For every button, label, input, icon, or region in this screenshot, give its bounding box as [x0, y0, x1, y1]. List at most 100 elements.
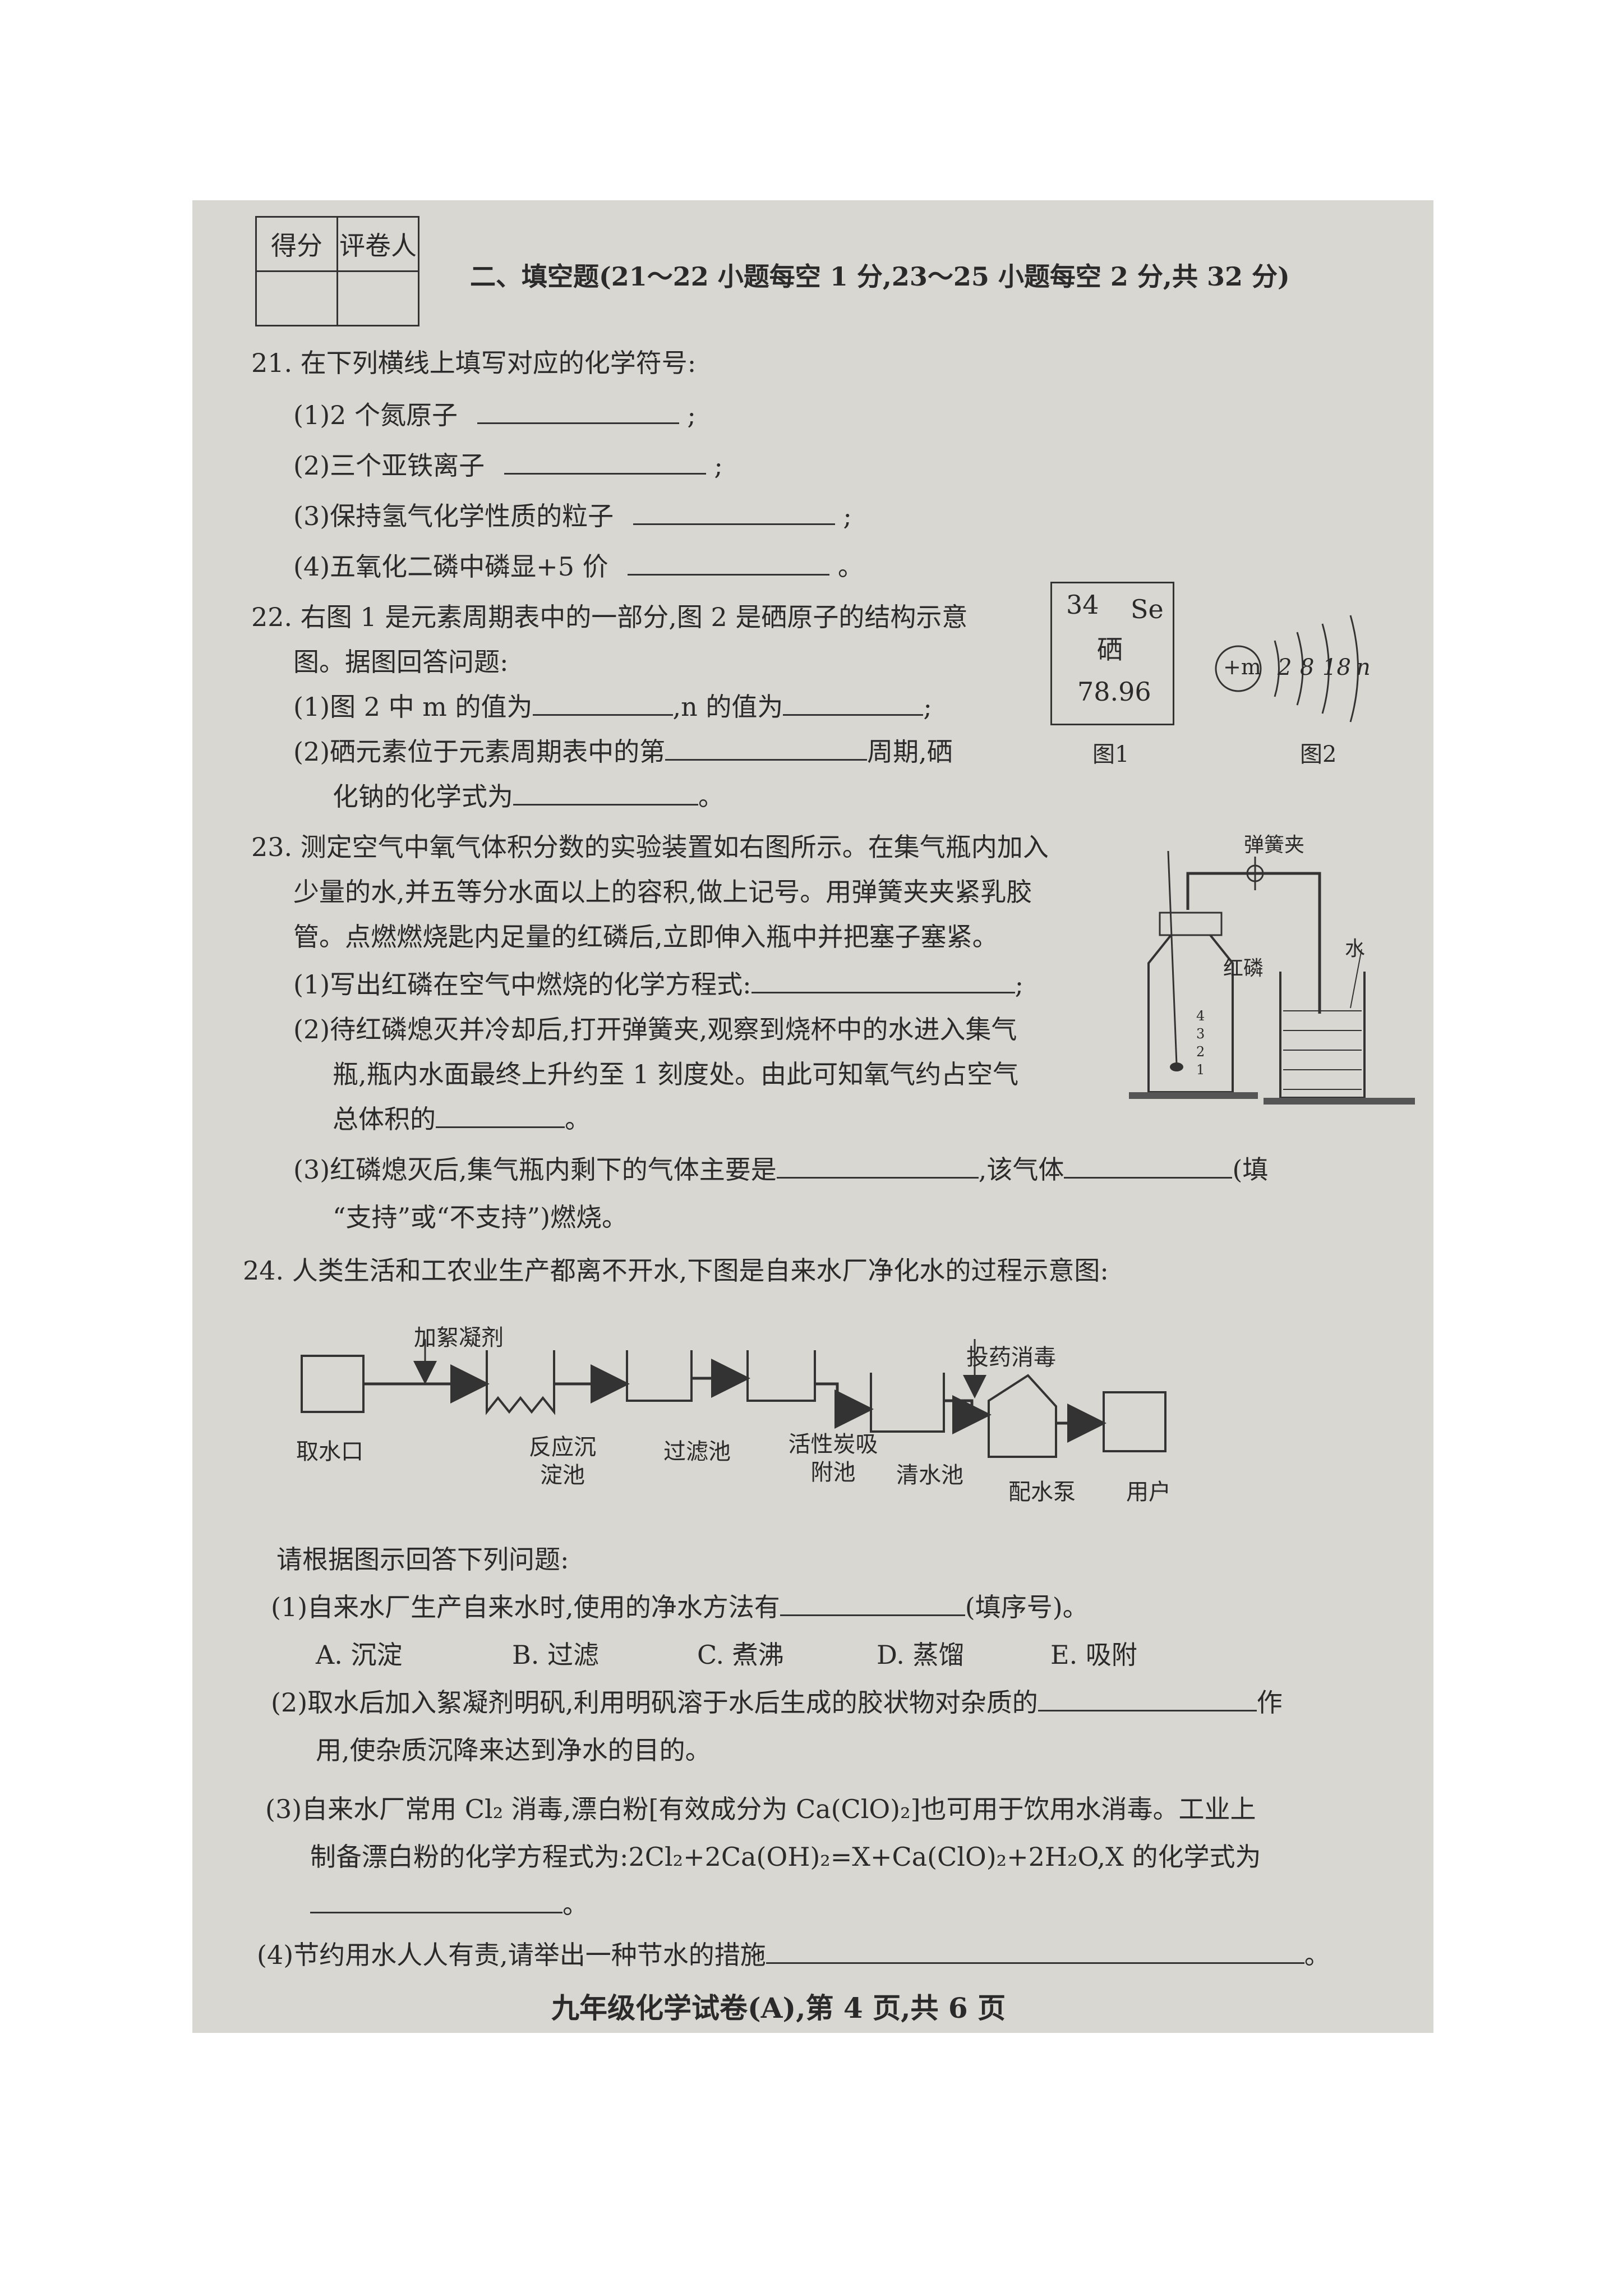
score-header: 得分: [255, 216, 338, 272]
shell-arc-3: [1321, 623, 1330, 714]
q24-p2-l1: (2)取水后加入絮凝剂明矾,利用明矾溶于水后生成的胶状物对杂质的: [271, 1687, 1038, 1718]
q21-item-3: (3)保持氢气化学性质的粒子 ;: [293, 500, 852, 532]
q22-blank-period[interactable]: [665, 737, 868, 761]
q24-blank-methods[interactable]: [780, 1592, 965, 1616]
element-name: 硒: [1097, 634, 1123, 665]
grader-cell[interactable]: [336, 270, 419, 326]
q24-part-1: (1)自来水厂生产自来水时,使用的净水方法有(填序号)。: [271, 1591, 1089, 1623]
q21-item-4: (4)五氧化二磷中磷显+5 价 。: [293, 551, 864, 582]
combustion-spoon-rod: [1167, 851, 1178, 1065]
q23-p3-a: (3)红磷熄灭后,集气瓶内剩下的气体主要是: [293, 1154, 777, 1185]
q24-option-b: B. 过滤: [512, 1640, 600, 1670]
combustion-spoon: [1170, 1062, 1183, 1071]
element-symbol: Se: [1131, 594, 1164, 624]
q22-blank-formula[interactable]: [513, 781, 698, 806]
q22-blank-m[interactable]: [532, 692, 673, 716]
q22-p2-b: 周期,硒: [867, 737, 953, 767]
q21-blank-3[interactable]: [633, 501, 835, 525]
q22-p2-a: (2)硒元素位于元素周期表中的第: [293, 737, 666, 767]
q24-blank-effect[interactable]: [1038, 1687, 1257, 1711]
nucleus-label: +m: [1223, 655, 1261, 679]
q23-line-3: 管。点燃燃烧匙内足量的红磷后,立即伸入瓶中并把塞子塞紧。: [293, 922, 998, 952]
q21-item-2-text: (2)三个亚铁离子: [293, 450, 485, 481]
q23-p3-c: (填: [1232, 1154, 1269, 1185]
grader-header: 评卷人: [336, 216, 419, 272]
q23-p2-end: 。: [565, 1104, 591, 1134]
q22-part-1: (1)图 2 中 m 的值为,n 的值为;: [293, 691, 932, 723]
q23-p1-end: ;: [1015, 969, 1024, 1000]
q23-part-3: (3)红磷熄灭后,集气瓶内剩下的气体主要是,该气体(填: [293, 1154, 1268, 1185]
stage-user: 用户: [1126, 1479, 1171, 1505]
atom-structure-diagram: [1215, 615, 1359, 723]
mark-2: 2: [1196, 1044, 1205, 1060]
q23-blank-fraction[interactable]: [436, 1104, 565, 1128]
shell-arc-4: [1349, 615, 1359, 723]
sedimentation-tank: [486, 1350, 555, 1415]
q23-p2-line-3: 总体积的。: [333, 1103, 591, 1135]
shell-arc-1: [1274, 640, 1280, 697]
fig2-caption: 图2: [1300, 742, 1337, 767]
q21-stem: 21. 在下列横线上填写对应的化学符号:: [251, 348, 697, 378]
q22-part-2: (2)硒元素位于元素周期表中的第 周期,硒: [293, 736, 953, 767]
beaker: [1279, 972, 1366, 1099]
mark-1: 1: [1196, 1062, 1205, 1078]
q24-part-2: (2)取水后加入絮凝剂明矾,利用明矾溶于水后生成的胶状物对杂质的作: [271, 1687, 1283, 1718]
q22-p2-end: 。: [698, 781, 724, 812]
exam-page: 得分 评卷人 二、填空题(21～22 小题每空 1 分,23～25 小题每空 2…: [192, 200, 1433, 2033]
q23-blank-equation[interactable]: [751, 969, 1015, 993]
q21-blank-2[interactable]: [504, 450, 706, 475]
q24-blank-x-formula[interactable]: [310, 1889, 562, 1913]
score-cell[interactable]: [255, 270, 338, 326]
q23-line-1: 23. 测定空气中氧气体积分数的实验装置如右图所示。在集气瓶内加入: [251, 832, 1049, 862]
q24-p1-b: (填序号)。: [965, 1592, 1089, 1622]
shell-2: 8: [1300, 655, 1315, 680]
q23-blank-support[interactable]: [1064, 1154, 1233, 1179]
q21-item-3-text: (3)保持氢气化学性质的粒子: [293, 501, 614, 531]
q23-p1-text: (1)写出红磷在空气中燃烧的化学方程式:: [293, 969, 751, 1000]
q21-item-1-end: ;: [687, 400, 696, 430]
bottle-base: [1129, 1092, 1258, 1099]
q24-prompt: 请根据图示回答下列问题:: [276, 1544, 569, 1575]
q22-stem-2: 图。据图回答问题:: [293, 647, 509, 677]
q23-p3-line-2: “支持”或“不支持”)燃烧。: [333, 1202, 628, 1232]
q22-blank-n[interactable]: [783, 692, 924, 716]
gas-bottle: [1147, 934, 1234, 1093]
mark-4: 4: [1196, 1008, 1205, 1024]
q24-p2-line-2: 用,使杂质沉降来达到净水的目的。: [316, 1735, 711, 1765]
coagulant-label: 加絮凝剂: [414, 1325, 504, 1351]
q21-item-2-end: ;: [714, 450, 723, 481]
q23-blank-gas[interactable]: [776, 1154, 979, 1179]
water-pointer: [1350, 949, 1362, 1009]
q24-p3-line-2: 制备漂白粉的化学方程式为:2Cl₂+2Ca(OH)₂=X+Ca(ClO)₂+2H…: [310, 1842, 1261, 1872]
q24-option-d: D. 蒸馏: [877, 1640, 965, 1670]
q24-part-4: (4)节约用水人人有责,请举出一种节水的措施。: [257, 1939, 1330, 1971]
q21-item-1-text: (1)2 个氮原子: [293, 400, 458, 430]
stage-pump: 配水泵: [1008, 1479, 1076, 1505]
q24-p3-end: 。: [562, 1889, 588, 1920]
q22-p1-b: ,n 的值为: [672, 692, 783, 722]
q21-blank-4[interactable]: [628, 551, 830, 576]
carbon-tank: [746, 1350, 816, 1402]
q24-blank-saving[interactable]: [766, 1940, 1304, 1964]
clear-water-tank: [870, 1373, 945, 1433]
clamp-label: 弹簧夹: [1244, 834, 1305, 857]
phosphorus-label: 红磷: [1223, 957, 1264, 980]
fig1-caption: 图1: [1092, 742, 1129, 767]
q21-item-2: (2)三个亚铁离子 ;: [293, 450, 723, 481]
q24-option-c: C. 煮沸: [697, 1640, 784, 1670]
q24-option-a: A. 沉淀: [316, 1640, 403, 1670]
beaker-base: [1264, 1098, 1415, 1105]
q24-stem: 24. 人类生活和工农业生产都离不开水,下图是自来水厂净化水的过程示意图:: [243, 1255, 1109, 1286]
q24-p4-end: 。: [1304, 1940, 1330, 1970]
q22-p1-a: (1)图 2 中 m 的值为: [293, 692, 533, 722]
water-treatment-flow: [301, 1339, 1166, 1458]
stage-intake: 取水口: [296, 1439, 363, 1465]
page-footer: 九年级化学试卷(A),第 4 页,共 6 页: [551, 1991, 1006, 2024]
q21-blank-1[interactable]: [477, 400, 679, 424]
score-table: 得分 评卷人: [255, 216, 419, 326]
shell-arc-2: [1296, 632, 1304, 706]
q24-p3-line-1: (3)自来水厂常用 Cl₂ 消毒,漂白粉[有效成分为 Ca(ClO)₂]也可用于…: [265, 1794, 1256, 1824]
atomic-number: 34: [1066, 590, 1099, 620]
q22-p2-c: 化钠的化学式为: [333, 781, 513, 812]
q21-item-4-end: 。: [837, 551, 864, 582]
